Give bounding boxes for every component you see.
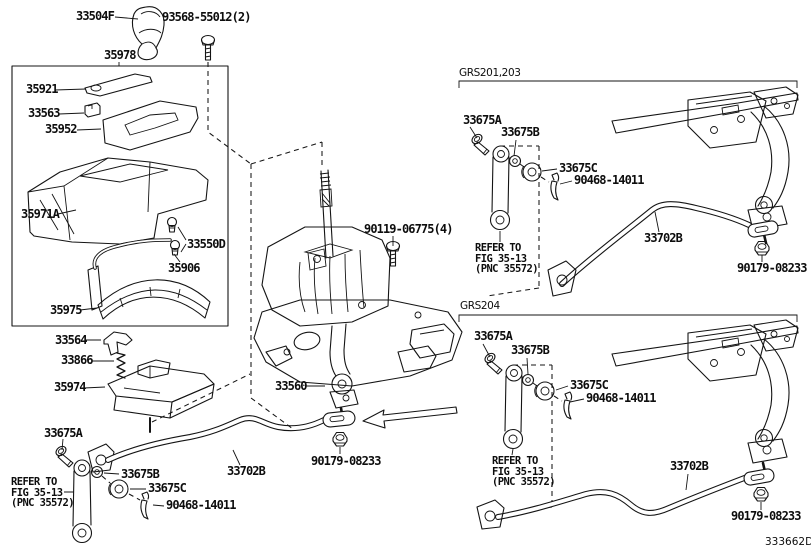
part-35978: 35978 [104,48,137,62]
part-33675b-rt: 33675B [501,125,540,139]
leader-lines [54,16,763,510]
shift-knob-drawing [131,6,165,61]
part-90179-rb: 90179-08233 [731,509,801,523]
part-35975: 35975 [50,303,83,317]
part-33675b-rb: 33675B [511,343,550,357]
part-33702b-rb: 33702B [670,459,709,473]
part-90468-rb: 90468-14011 [586,391,656,405]
section-header-grs204: GRS204 [460,300,500,312]
note-refer-rb: REFER TO FIG 35-13 (PNC 35572) [492,455,556,488]
section-grs201-203-drawing [458,80,800,297]
part-33675b-left: 33675B [121,467,160,481]
part-33563: 33563 [28,106,61,120]
part-33702b-rt: 33702B [644,231,683,245]
part-90468-left: 90468-14011 [166,498,236,512]
note-refer-left: REFER TO FIG 35-13 (PNC 35572) [11,476,75,509]
dashed-guides [151,62,323,430]
part-33866: 33866 [61,353,94,367]
part-33675a-left: 33675A [44,426,83,440]
part-33675a-rt: 33675A [463,113,502,127]
section-header-grs201-203: GRS201,203 [459,67,521,79]
part-90179-center: 90179-08233 [311,454,381,468]
pointer-arrow [362,406,458,429]
diagram-code: 333662D [765,536,811,548]
part-33675c-left: 33675C [148,481,187,495]
floor-shift-link-left [53,443,150,544]
position-indicator-module [103,331,215,433]
part-33560: 33560 [275,379,308,393]
part-90119: 90119-06775(4) [364,222,453,236]
part-33564: 33564 [55,333,88,347]
screw-93568-drawing [200,34,216,61]
control-shaft-rod-left [87,410,356,473]
note-refer-rt: REFER TO FIG 35-13 (PNC 35572) [475,242,539,275]
part-33550d: 33550D [187,237,226,251]
part-33702b-left: 33702B [227,464,266,478]
part-90179-rt: 90179-08233 [737,261,807,275]
part-35921: 35921 [26,82,59,96]
part-33675c-rb: 33675C [570,378,609,392]
part-35971a: 35971A [21,207,60,221]
part-35906: 35906 [168,261,201,275]
part-33504f: 33504F [76,9,115,23]
shift-lever-assembly-drawing [253,169,463,422]
part-35974: 35974 [54,380,87,394]
upper-console-group-box [11,65,229,327]
part-93568-55012: 93568-55012(2) [162,10,251,24]
part-35952: 35952 [45,122,78,136]
upper-console-parts [27,73,211,320]
part-90468-rt: 90468-14011 [574,173,644,187]
section-grs204-drawing [458,314,800,530]
part-33675a-rb: 33675A [474,329,513,343]
part-33675c-rt: 33675C [559,161,598,175]
